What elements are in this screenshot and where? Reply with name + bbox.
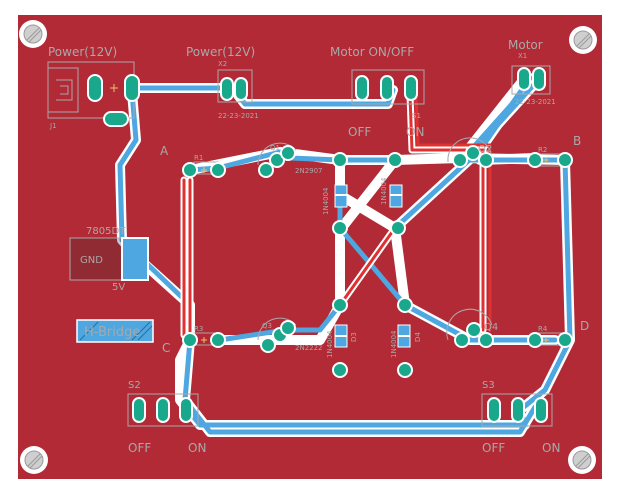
pad-markers [110, 84, 549, 343]
trace-diag-2 [337, 225, 408, 308]
transistor-q2-outline [447, 137, 493, 163]
label-q3-part: 2N2222 [295, 344, 323, 352]
label-x1: X1 [518, 52, 527, 60]
label-on-s2: ON [188, 441, 206, 455]
diode-d1-body [334, 184, 348, 208]
regulator-outline [69, 237, 149, 281]
label-q3: Q3 [262, 322, 272, 330]
label-regulator: 7805DT [86, 226, 126, 237]
label-a: A [160, 144, 169, 158]
label-off-s2: OFF [128, 441, 151, 455]
hbridge-box [76, 319, 154, 343]
diode-d2-body [389, 184, 403, 208]
label-5v: 5V [112, 282, 125, 293]
label-q2: Q2 [478, 144, 492, 155]
silkscreen-text: Power(12V) Power(12V) Motor ON/OFF Motor… [48, 38, 589, 455]
label-power-x2: Power(12V) [186, 45, 255, 59]
label-d3: D3 [350, 332, 358, 342]
label-d: D [580, 319, 589, 333]
label-part-x1: 22-23-2021 [515, 98, 556, 106]
label-s1: S1 [412, 112, 421, 120]
x1-outline [511, 65, 551, 95]
trace-motor-2 [467, 75, 543, 158]
label-motor-switch: Motor ON/OFF [330, 45, 414, 59]
diode-d3-body [334, 324, 348, 348]
label-d1-part: 1N4004 [322, 187, 330, 215]
top-traces [180, 91, 492, 339]
label-power-j1: Power(12V) [48, 45, 117, 59]
mount-hole-bottom-right [568, 446, 596, 474]
label-j1: J1 [49, 122, 57, 130]
label-d3-part: 1N4004 [326, 330, 334, 358]
label-q4: Q4 [484, 322, 498, 333]
label-off-s1: OFF [348, 125, 371, 139]
transistor-q4-outline [446, 308, 493, 341]
label-x2: X2 [218, 60, 227, 68]
mount-hole-top-left [19, 20, 47, 48]
label-off-s3: OFF [482, 441, 505, 455]
label-s2: S2 [128, 380, 141, 391]
board-copper [18, 15, 602, 479]
label-q1-part: 2N2907 [295, 167, 323, 175]
label-d4-part: 1N4004 [390, 330, 398, 358]
label-d2-part: 1N4004 [380, 177, 388, 205]
label-r4: R4 [538, 325, 548, 333]
s3-outline [481, 393, 553, 427]
label-motor: Motor [508, 38, 543, 52]
s2-outline [127, 393, 199, 427]
trace-q3-d3 [217, 302, 343, 343]
mount-hole-bottom-left [20, 446, 48, 474]
label-hbridge: H-Bridge [84, 325, 140, 340]
x2-outline [217, 69, 253, 103]
label-r1: R1 [194, 154, 203, 162]
trace-top-cross [338, 226, 397, 307]
trace-right-col [517, 157, 573, 413]
label-r2: R2 [538, 146, 547, 154]
label-c: C [162, 341, 170, 355]
trace-top-switch-right [408, 93, 485, 332]
label-b: B [573, 134, 581, 148]
label-d4: D4 [414, 332, 422, 342]
diode-d4-body [397, 324, 411, 348]
label-on-s3: ON [542, 441, 560, 455]
label-on-s1: ON [406, 125, 424, 139]
s1-outline [351, 69, 425, 105]
label-s3: S3 [482, 380, 495, 391]
label-gnd: GND [80, 255, 103, 266]
label-part-x2: 22-23-2021 [218, 112, 259, 120]
label-q1: Q1 [270, 144, 280, 152]
pads [87, 67, 573, 423]
label-r3: R3 [194, 325, 203, 333]
mount-hole-top-right [569, 26, 597, 54]
